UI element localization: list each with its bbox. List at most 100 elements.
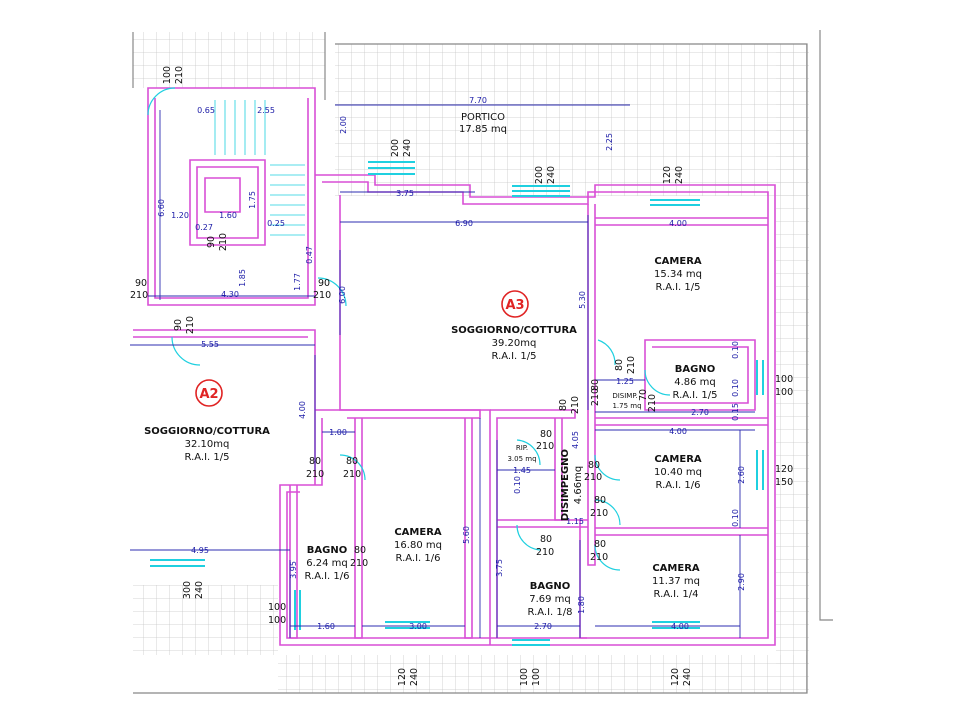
opening-height: 100 [268,615,286,626]
opening-height: 240 [402,139,413,157]
room-name: CAMERA [654,256,702,267]
dim-label: 1.15 [566,517,584,526]
dim-label: 2.60 [737,466,746,484]
paving-bottom-left [133,585,278,655]
opening-height: 210 [306,469,324,480]
opening-width: 90 [206,236,217,248]
dim-label: 0.10 [731,341,740,359]
opening-labels: 100 210 200 240 200 240 120 240 90 210 9… [130,66,793,686]
property-boundary [132,30,833,694]
room-name: PORTICO [461,112,505,123]
opening-width: 90 [135,278,147,289]
opening-height: 210 [218,233,229,251]
dim-label: 4.00 [671,622,689,631]
opening-height: 210 [626,356,637,374]
dim-label: 2.70 [691,408,709,417]
dim-label: 1.45 [513,466,531,475]
windows [150,161,764,646]
room-name: CAMERA [652,563,700,574]
opening-width: 90 [173,319,184,331]
unit-tag-a2: A2 [195,379,223,407]
unit-tag-a2-label: A2 [199,387,218,402]
room-disimpegno: DISIMPEGNO 4.66mq [560,449,584,521]
opening-width: 200 [534,166,545,184]
room-rai: R.A.I. 1/5 [184,452,229,463]
room-rai: R.A.I. 1/5 [491,351,536,362]
opening-height: 100 [775,387,793,398]
room-area: 17.85 mq [459,124,507,135]
opening-height: 240 [194,581,205,599]
opening-height: 240 [682,668,693,686]
opening-width: 100 [775,374,793,385]
opening-height: 210 [570,396,581,414]
room-area: 10.40 mq [654,467,702,478]
dim-label: 0.65 [197,106,215,115]
room-area: 32.10mq [185,439,230,450]
opening-width: 80 [346,456,358,467]
dim-label: 1.00 [329,428,347,437]
paving-portico [335,44,807,196]
dim-label: 4.30 [221,290,239,299]
room-rai: R.A.I. 1/5 [655,282,700,293]
room-area: 4.86 mq [674,377,716,388]
opening-height: 100 [531,668,542,686]
opening-width: 80 [354,545,366,556]
opening-width: 70 [638,389,649,401]
opening-height: 210 [590,552,608,563]
room-area: 1.75 mq [612,402,641,410]
opening-width: 120 [397,668,408,686]
opening-width: 80 [540,534,552,545]
dim-label: 1.20 [171,211,189,220]
room-bagno-3: BAGNO 6.24 mq R.A.I. 1/6 [304,545,349,582]
opening-height: 210 [647,394,658,412]
opening-width: 80 [309,456,321,467]
opening-height: 210 [174,66,185,84]
dim-label: 2.55 [257,106,275,115]
dim-label: 3.75 [396,189,414,198]
opening-width: 100 [519,668,530,686]
dim-label: 5.55 [201,340,219,349]
opening-height: 240 [546,166,557,184]
room-camera-4: CAMERA 16.80 mq R.A.I. 1/6 [394,527,442,564]
opening-height: 210 [590,388,601,406]
opening-width: 120 [662,166,673,184]
room-name: RIP. [516,444,528,452]
room-name: SOGGIORNO/COTTURA [451,325,577,336]
dim-label: 6.60 [157,199,166,217]
dim-label: 0.10 [731,379,740,397]
paving-bottom [278,655,809,693]
room-area: 39.20mq [492,338,537,349]
dim-label: 1.80 [577,596,586,614]
opening-height: 210 [590,508,608,519]
dimension-lines [130,104,755,638]
dim-label: 0.25 [267,219,285,228]
opening-height: 210 [536,441,554,452]
room-name: DISIMPEGNO [560,449,571,521]
dim-label: 1.75 [248,191,257,209]
room-area: 15.34 mq [654,269,702,280]
dim-label: 0.15 [731,403,740,421]
opening-height: 210 [584,472,602,483]
walls [133,87,776,646]
dim-label: 4.00 [669,219,687,228]
opening-width: 80 [558,399,569,411]
room-camera-2: CAMERA 10.40 mq R.A.I. 1/6 [654,454,702,491]
opening-width: 80 [614,359,625,371]
room-area: 4.66mq [573,466,584,504]
room-rip: RIP. 3.05 mq [507,444,536,463]
opening-width: 200 [390,139,401,157]
dim-label: 1.25 [616,377,634,386]
dim-label: 2.70 [534,622,552,631]
room-area: 11.37 mq [652,576,700,587]
dim-label: 3.00 [409,622,427,631]
dim-label: 0.10 [513,476,522,494]
opening-width: 90 [318,278,330,289]
opening-height: 150 [775,477,793,488]
dim-label: 2.90 [737,573,746,591]
room-rai: R.A.I. 1/6 [304,571,349,582]
dim-label: 4.95 [191,546,209,555]
dim-label: 6.00 [338,286,347,304]
opening-height: 210 [350,558,368,569]
opening-width: 80 [590,379,601,391]
room-area: 6.24 mq [306,558,348,569]
